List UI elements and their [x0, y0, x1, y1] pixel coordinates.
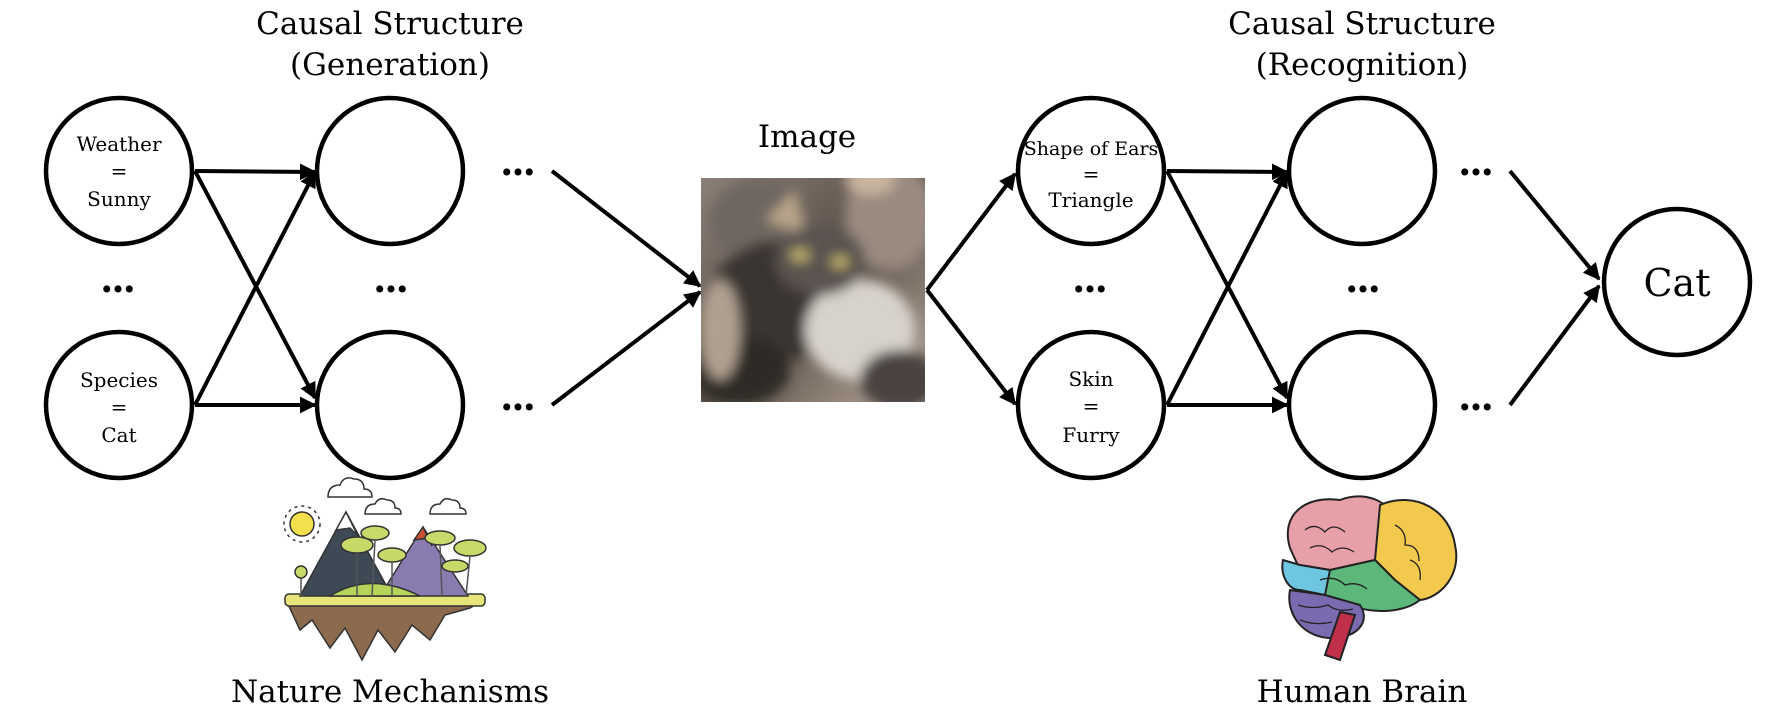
node-skin: [1015, 329, 1167, 481]
node-generation-hidden-bottom: [314, 329, 466, 481]
ellipsis-rec-bottom: ...: [1458, 374, 1492, 419]
node-weather-line1: Weather: [77, 132, 162, 156]
ellipsis-gen-bottom: ...: [500, 374, 534, 419]
ellipsis-gen-col1: ...: [100, 256, 134, 301]
node-species-line1: Species: [80, 368, 158, 392]
edge-skin-to-top: [1165, 170, 1289, 406]
node-generation-hidden-top: [314, 95, 466, 247]
node-skin-line2: =: [1083, 394, 1100, 418]
edge-image-to-skin: [925, 288, 1017, 406]
image-title: Image: [758, 119, 856, 155]
node-skin-line3: Furry: [1062, 423, 1120, 447]
ellipsis-gen-col2: ...: [373, 256, 407, 301]
ellipsis-rec-top: ...: [1458, 139, 1492, 184]
ellipsis-rec-col2: ...: [1345, 256, 1379, 301]
edge-image-to-ears: [925, 172, 1017, 292]
node-species-line3: Cat: [101, 423, 136, 447]
cat-image: [701, 178, 925, 402]
generation-title-line2: (Generation): [290, 47, 490, 83]
node-species-line2: =: [111, 395, 128, 419]
edge-top-to-image: [550, 169, 702, 288]
nature-mechanisms-caption: Nature Mechanisms: [231, 674, 549, 710]
edge-weather-to-top: [194, 163, 317, 181]
generation-edges: [193, 163, 702, 414]
recognition-title-line2: (Recognition): [1256, 47, 1469, 83]
node-recognition-hidden-top: [1286, 95, 1438, 247]
recognition-edges: [925, 163, 1601, 414]
node-species: [43, 329, 195, 481]
generation-title-line1: Causal Structure: [256, 6, 524, 42]
brain-icon: [1281, 495, 1458, 662]
ellipsis-rec-col1: ...: [1072, 256, 1106, 301]
node-ears-line2: =: [1083, 162, 1100, 186]
node-skin-line1: Skin: [1068, 367, 1113, 391]
node-ears-line3: Triangle: [1048, 188, 1133, 212]
node-weather-line2: =: [111, 159, 128, 183]
node-ears-line1: Shape of Ears: [1024, 138, 1159, 160]
node-cat-output: [1601, 206, 1753, 358]
human-brain-caption: Human Brain: [1257, 674, 1468, 710]
edge-top-to-cat: [1508, 169, 1601, 281]
edge-bottom-to-cat: [1508, 284, 1601, 407]
node-recognition-hidden-bottom: [1286, 329, 1438, 481]
node-weather: [43, 95, 195, 247]
node-shape-of-ears: [1015, 95, 1167, 247]
ellipsis-gen-top: ...: [500, 139, 534, 184]
edge-species-to-top: [193, 170, 317, 406]
node-cat-output-label: Cat: [1643, 261, 1710, 305]
floating-island-landscape-icon: [283, 477, 487, 662]
edge-ears-to-top: [1166, 163, 1289, 181]
recognition-title-line1: Causal Structure: [1228, 6, 1496, 42]
edge-bottom-to-image: [550, 290, 702, 407]
node-weather-line3: Sunny: [87, 187, 151, 211]
